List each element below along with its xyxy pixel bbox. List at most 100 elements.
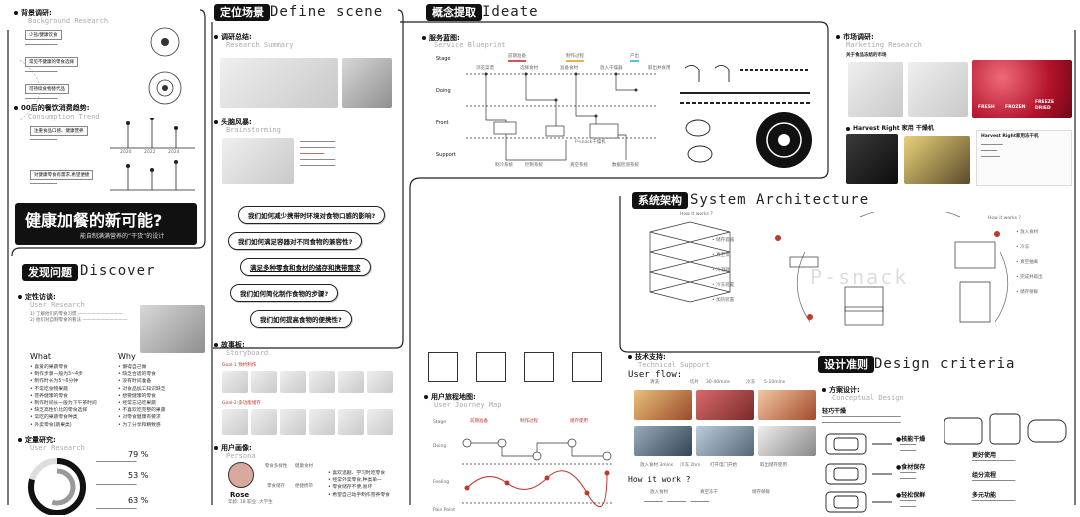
brainstorm-title: 头脑风暴: [214,117,252,127]
storyboard-row-1 [222,371,393,395]
persona-subtitle: Persona [226,452,256,460]
year-3: 2024 [168,150,180,155]
feature-2-text: ━━━━━━━━━━━━ [900,471,917,482]
storyboard-subtitle: Storyboard [226,349,269,357]
front-app: P-snack干燥机 [575,140,606,145]
journey-map [462,438,612,507]
bg-circle-diagram [148,27,182,105]
stage-3: 产出 [630,54,639,62]
node-eat: 取出并食用 [648,66,671,71]
journey-row-doing: Doing [433,444,447,449]
flow-label-1: 放入食材 3mins [640,463,674,468]
interview-photo [140,305,205,353]
flow-photo-3 [758,390,816,420]
define-title: Define scene [270,4,384,20]
row-stage: Stage [436,56,451,62]
bg-research-title: 背景调研: [14,8,52,18]
why-item-3: • 没有时间准备 [118,379,152,385]
persona-point-1: • 喜欢追剧、学习时吃零食 [328,471,386,476]
right-step-1: • 放入食材 [1016,230,1039,235]
criteria-right-1-text: ━━━━━━━━━━━━━━━━ [972,459,1016,464]
dryer-spec-card: Harvest Right家用冻干机 ━━━━━━━━━━━━━━━━━━━━━ [976,130,1072,186]
right-step-5: • 储存保鲜 [1016,290,1039,295]
trend-chart [110,118,195,191]
node-putin: 放入干燥器 [600,66,623,71]
consumption-subtitle: Consumption Trend [28,113,100,121]
hmw-1: 我们如何减少携带时环境对食物口感的影响? [238,206,386,224]
how-item-2: 真空冻干 [700,490,718,495]
feature-3: ●轻松保鲜 [896,492,926,499]
market-q1: 关于食品冻结的市场 [846,53,887,58]
what-item-6: • 制作时间长一般为下午茶时间 [30,401,97,407]
what-item-2: • 制作步骤一般为3~4步 [30,372,83,378]
why-item-8: • 对零食健康有要求 [118,415,161,421]
discover-title: Discover [80,263,156,279]
concept-subtitle: Conceptual Design [832,394,904,402]
flow-photo-2 [696,390,754,420]
summary-sketch [220,58,338,108]
blueprint-diagram [466,72,656,161]
persona-needs: 零食多样性健康食材 零食储存便捷携带 [264,464,313,489]
support-3: 真空系统 [570,163,588,168]
brainstorm-sketch [222,138,294,184]
how-item-1: 放入食材 [650,490,668,495]
how-it-work-title: How it work ? [628,475,691,484]
pct-note-2: ━━━━━━━━━━━━━━━ [96,483,137,488]
persona-avatar [228,462,254,488]
journey-title: 用户旅程地图: [424,392,476,402]
right-step-2: • 冷冻 [1016,245,1030,250]
what-item-1: • 喜爱的果蔬零食 [30,365,68,370]
how-item-3: 储存保鲜 [752,490,770,495]
flow-photo-5 [696,426,754,456]
market-doc-1 [848,62,903,117]
interview-question: 1) 了解他们的零食习惯 ——————————2) 他们对自制零食的看法 ———… [30,312,128,323]
flow-photo-6 [758,426,816,456]
note-1: 少盐/健康饮食 [25,30,62,40]
pct-2: 53 % [128,471,149,480]
why-item-9: • 为了分享和精致感 [118,422,161,428]
node-select: 选择食材 [520,66,538,71]
left-steps: • 储存容器• 真空泵• 冷凝器• 冷冻装置• 加热装置 [712,238,767,313]
left-step-5: • 加热装置 [712,298,735,303]
criteria-title: Design criteria [874,356,1016,372]
consumption-title: 00后的餐饮消费趋势: [14,103,90,113]
label-freeze-dried: FREEZE DRIED [1035,100,1055,111]
year-1: 2020 [120,150,132,155]
brainstorm-notes: ━━━━━━━━━━━━━━━━━━━━━━━━━━━━━━━━━━━━━━━━… [300,140,336,169]
persona-title: 用户画像: [214,443,252,453]
headline-title: 健康加餐的新可能? [25,211,163,230]
flow-label-3: 打开电门开始 [710,463,737,468]
criteria-right-1: 更好使用 [972,452,997,459]
hmw-5: 我们如何提高食物的便携性? [250,310,352,328]
journey-row-pain: Pain Point [433,508,455,513]
dryer-photo [846,134,898,184]
support-1: 制冷系统 [495,163,513,168]
user-research-title: 定性访谈: [18,292,56,302]
feature-1-text: ━━━━━━━━━━━━ [900,443,917,454]
headline-banner: 健康加餐的新可能? 能自制满满营养的“干货”的设计 [15,203,197,245]
storyboard-title: 故事板: [214,340,245,350]
support-4: 数据检测系统 [612,163,639,168]
journey-box-1 [428,352,458,382]
market-product: Harvest Right 家用 干燥机 [846,123,934,132]
dryer-tray-photo [904,136,970,184]
journey-box-4 [572,352,602,382]
why-item-4: • 对食品加工知识缺乏 [118,386,166,392]
persona-point-4: • 希望自己动手制作营养零食 [328,492,390,498]
journey-box-3 [524,352,554,382]
persona-point-2: • 经常外卖零食,种类单一 [328,478,382,484]
journey-box-2 [476,352,506,382]
journey-stage-2: 制作过程 [520,419,538,424]
what-item-7: • 缺乏高性价比的零食选择 [30,408,88,414]
headline-subtitle: 能自制满满营养的“干货”的设计 [80,233,165,240]
storyboard-row-2 [222,409,393,437]
right-steps: • 放入食材• 冷冻• 真空抽离• 完成并取出• 储存保鲜 [1016,230,1074,305]
feature-3-text: ━━━━━━━━━━━━ [900,499,917,510]
ideate-tag: 概念提取 [426,4,482,21]
row-front: Front [436,120,449,126]
user-research-subtitle: User Research [30,301,85,309]
note-3: 可持续食物替代品 [25,84,69,94]
persona-point-3: • 零食储存不便,易坏 [328,485,373,491]
journey-stage-3: 储存使用 [570,419,588,424]
